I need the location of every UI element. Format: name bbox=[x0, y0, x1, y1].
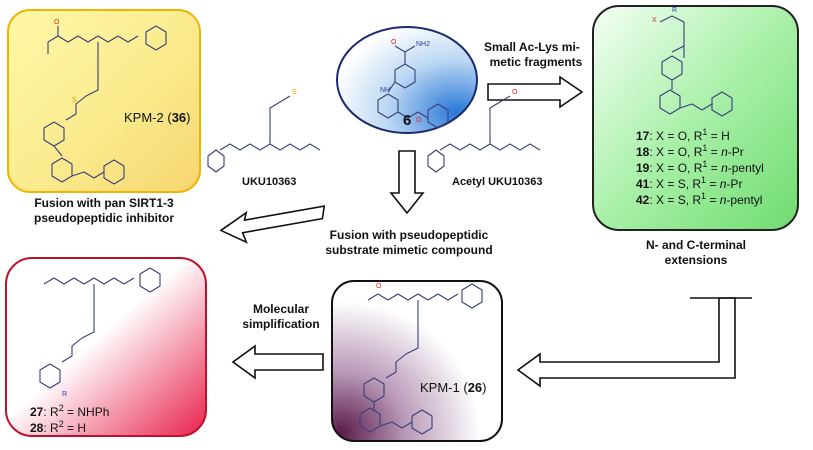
caption-terminal-ext-line1: N- and C-terminal bbox=[645, 238, 746, 252]
kpm2-id: 36 bbox=[171, 110, 187, 125]
atom-o-6b: O bbox=[416, 117, 422, 124]
red-compound-27: 27: R2 = NHPh bbox=[30, 403, 110, 420]
kpm1-panel bbox=[331, 280, 503, 442]
caption-molecular-simplification-line1: Molecular bbox=[252, 302, 309, 316]
caption-fusion-substrate-line2: substrate mimetic compound bbox=[325, 243, 493, 257]
atom-r2-red: R bbox=[62, 391, 67, 398]
green-compound-18: 18: X = O, R1 = n-Pr bbox=[636, 143, 744, 160]
green-structure bbox=[659, 15, 733, 117]
kpm2-name: KPM-2 bbox=[124, 110, 164, 125]
caption-small-acys-line1: Small Ac-Lys mi- bbox=[484, 40, 580, 54]
atom-s-uku: S bbox=[292, 89, 297, 96]
caption-small-acys-line2: metic fragments bbox=[489, 55, 583, 69]
caption-fusion-substrate-line1: Fusion with pseudopeptidic bbox=[329, 228, 489, 242]
caption-terminal-ext-line2: extensions bbox=[664, 253, 728, 267]
kpm1-label: KPM-1 (26) bbox=[420, 380, 487, 395]
kpm1-name: KPM-1 bbox=[420, 380, 460, 395]
uku-label: UKU10363 bbox=[242, 176, 297, 188]
caption-fusion-substrate: Fusion with pseudopeptidic substrate mim… bbox=[318, 228, 500, 258]
green-compound-41: 41: X = S, R1 = n-Pr bbox=[636, 175, 743, 192]
atom-s-kpm2: S bbox=[72, 97, 77, 104]
green-panel bbox=[592, 5, 799, 231]
acetyl-uku-label: Acetyl UKU10363 bbox=[452, 176, 543, 188]
arrow-to-green bbox=[487, 75, 584, 109]
atom-x-green: X bbox=[652, 17, 657, 24]
kpm2-structure bbox=[43, 25, 167, 185]
arrow-to-kpm2 bbox=[219, 205, 326, 244]
kpm1-structure bbox=[359, 283, 483, 435]
caption-molecular-simplification: Molecular simplification bbox=[226, 302, 336, 332]
caption-molecular-simplification-line2: simplification bbox=[242, 317, 320, 331]
atom-nh-6: NH bbox=[380, 87, 390, 94]
atom-o-6: O bbox=[391, 39, 397, 46]
arrow-elbow-to-kpm1 bbox=[516, 297, 752, 388]
caption-fusion-pan: Fusion with pan SIRT1-3 pseudopeptidic i… bbox=[8, 196, 200, 226]
kpm2-label: KPM-2 (36) bbox=[124, 110, 191, 125]
atom-nh2-6: NH2 bbox=[416, 41, 430, 48]
green-compound-17: 17: X = O, R1 = H bbox=[636, 127, 730, 144]
kpm1-id: 26 bbox=[467, 380, 483, 395]
compound-6-structure bbox=[377, 45, 449, 129]
red-compound-28: 28: R2 = H bbox=[30, 419, 87, 436]
arrow-to-red bbox=[231, 344, 324, 380]
red-compound-list: 27: R2 = NHPh 28: R2 = H bbox=[30, 404, 109, 436]
red-panel bbox=[5, 257, 207, 437]
caption-fusion-pan-line1: Fusion with pan SIRT1-3 bbox=[34, 196, 174, 210]
green-compound-19: 19: X = O, R1 = n-pentyl bbox=[636, 159, 764, 176]
caption-fusion-pan-line2: pseudopeptidic inhibitor bbox=[34, 211, 174, 225]
atom-o-kpm2: O bbox=[54, 19, 60, 26]
green-compound-list: 17: X = O, R1 = H 18: X = O, R1 = n-Pr 1… bbox=[636, 128, 764, 208]
uku-structure bbox=[207, 95, 321, 173]
red-structure bbox=[39, 267, 161, 389]
kpm2-panel bbox=[7, 9, 201, 193]
atom-o-acetyl: O bbox=[512, 89, 518, 96]
arrow-down-center bbox=[389, 150, 425, 215]
caption-small-acys: Small Ac-Lys mi- metic fragments bbox=[484, 40, 588, 70]
green-compound-42: 42: X = S, R1 = n-pentyl bbox=[636, 191, 763, 208]
acetyl-uku-structure bbox=[427, 95, 541, 173]
caption-terminal-ext: N- and C-terminal extensions bbox=[620, 238, 772, 268]
atom-r1-green: R bbox=[672, 7, 677, 14]
atom-o-kpm1: O bbox=[376, 283, 382, 290]
compound-6-label: 6 bbox=[403, 112, 412, 129]
